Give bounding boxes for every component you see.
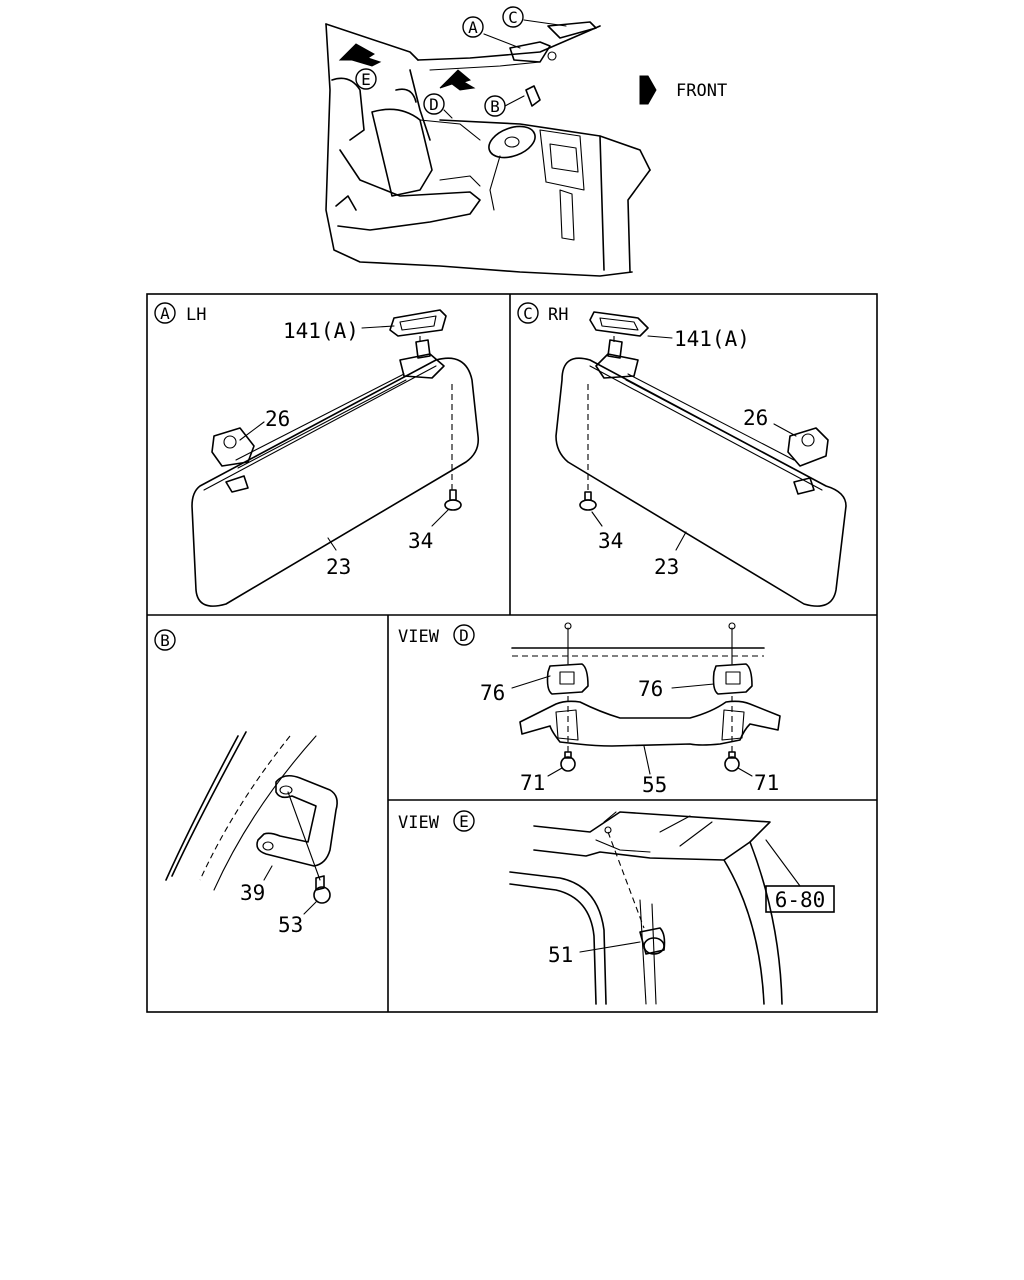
- visor-clip-rh: [787, 427, 829, 467]
- svg-text:71: 71: [754, 771, 779, 795]
- svg-text:E: E: [361, 70, 371, 89]
- svg-text:23: 23: [326, 555, 351, 579]
- callout-e: E: [355, 68, 377, 90]
- svg-text:76: 76: [638, 677, 663, 701]
- callout-c: C: [502, 6, 524, 28]
- svg-text:26: 26: [265, 407, 290, 431]
- visor-bracket-cover-rh: [589, 311, 649, 337]
- svg-text:6-80: 6-80: [775, 888, 826, 912]
- panel-a-header: A LH: [154, 302, 206, 325]
- assist-grip-bracket: [256, 774, 338, 867]
- grip-cap-right: [712, 663, 753, 695]
- panel-b: B 39 53: [154, 629, 338, 937]
- svg-text:76: 76: [480, 681, 505, 705]
- panel-d-view: VIEW D: [398, 622, 781, 797]
- svg-text:141(A): 141(A): [283, 319, 359, 343]
- callout-b: B: [484, 95, 506, 117]
- svg-text:26: 26: [743, 406, 768, 430]
- panel-e-view: VIEW E 51 6-80: [398, 810, 835, 1005]
- svg-text:C: C: [508, 8, 518, 27]
- visor-clip-lh: [211, 427, 255, 467]
- panel-c-header: C RH: [517, 302, 568, 325]
- svg-text:71: 71: [520, 771, 545, 795]
- svg-text:LH: LH: [186, 305, 206, 325]
- panel-b-header: B: [154, 629, 176, 651]
- trim-clip: [639, 927, 666, 955]
- svg-text:141(A): 141(A): [674, 327, 750, 351]
- svg-text:53: 53: [278, 913, 303, 937]
- svg-text:34: 34: [408, 529, 433, 553]
- svg-text:51: 51: [548, 943, 573, 967]
- svg-text:RH: RH: [548, 305, 568, 325]
- svg-text:D: D: [429, 95, 439, 114]
- svg-text:VIEW: VIEW: [398, 627, 440, 647]
- callout-d: D: [423, 93, 445, 115]
- callout-a: A: [462, 16, 484, 38]
- svg-text:39: 39: [240, 881, 265, 905]
- svg-text:B: B: [490, 97, 500, 116]
- svg-text:B: B: [160, 631, 170, 650]
- svg-text:55: 55: [642, 773, 667, 797]
- cab-overview-illustration: [325, 19, 657, 277]
- panel-e-header: VIEW E: [398, 810, 475, 833]
- panel-d-header: VIEW D: [398, 624, 475, 647]
- svg-text:VIEW: VIEW: [398, 813, 440, 833]
- svg-text:23: 23: [654, 555, 679, 579]
- sun-visor-rh: [555, 357, 847, 607]
- reference-box: 6-80: [765, 885, 835, 913]
- svg-text:34: 34: [598, 529, 623, 553]
- sun-visor-lh: [191, 357, 480, 607]
- panel-a-lh: A LH 141(A) 26: [154, 302, 480, 607]
- panel-frames: [146, 293, 878, 1013]
- grip-cap-left: [546, 663, 589, 695]
- front-label: FRONT: [676, 81, 727, 101]
- svg-text:D: D: [459, 626, 469, 645]
- assist-grip: [519, 700, 781, 747]
- svg-text:A: A: [468, 18, 478, 37]
- visor-bracket-cover-lh: [389, 309, 447, 337]
- svg-text:E: E: [459, 812, 469, 831]
- svg-text:C: C: [523, 304, 533, 323]
- svg-text:A: A: [160, 304, 170, 323]
- panel-c-rh: C RH 141(A) 26 34 23: [517, 302, 847, 607]
